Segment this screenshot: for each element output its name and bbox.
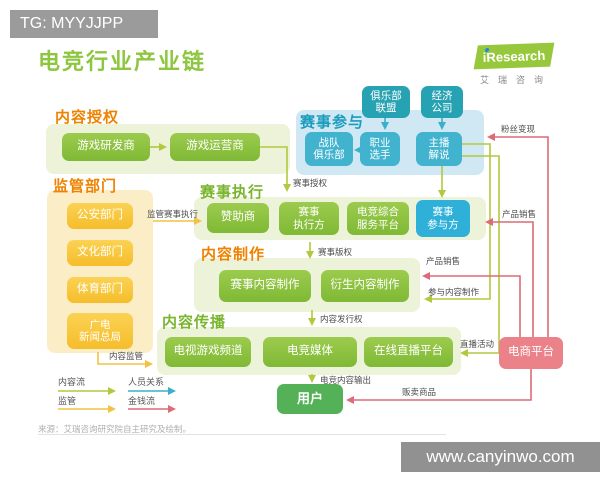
legend-people-relation-label: 人员关系 xyxy=(128,377,165,387)
iresearch-logo: iResearch 艾瑞咨询 xyxy=(473,42,556,86)
node-pro-player: 职业 选手 xyxy=(360,132,400,166)
flow-label-fan-monetization: 粉丝变现 xyxy=(501,124,536,134)
node-event-executor: 赛事 执行方 xyxy=(279,202,339,235)
source-divider xyxy=(38,434,446,435)
flow-label-event-copyright: 赛事版权 xyxy=(318,247,353,257)
node-club-union: 俱乐部 联盟 xyxy=(362,86,410,118)
flow-label-esports-content-output: 电竞内容输出 xyxy=(320,375,372,385)
node-event-content-production: 赛事内容制作 xyxy=(219,270,311,302)
tg-badge: TG: MYYJJPP xyxy=(10,10,158,38)
flow-label-sell-goods: 贩卖商品 xyxy=(402,387,437,397)
node-derivative-content-production: 衍生内容制作 xyxy=(321,270,409,302)
node-sponsor: 赞助商 xyxy=(207,203,269,233)
node-ecommerce-platform: 电商平台 xyxy=(499,337,563,369)
node-anchor-commentator: 主播 解说 xyxy=(416,132,462,166)
arrow-product-sales-upper xyxy=(485,218,534,337)
flow-label-product-sales-upper: 产品销售 xyxy=(502,209,537,219)
node-game-developer: 游戏研发商 xyxy=(62,133,150,161)
flow-label-live-activity: 直播活动 xyxy=(460,339,495,349)
node-agency: 经济 公司 xyxy=(421,86,463,118)
flow-label-supervise-event-execution: 监管赛事执行 xyxy=(147,209,199,219)
section-content-distribution: 内容传播 xyxy=(162,314,227,331)
logo-brand-text: iResearch xyxy=(482,47,546,65)
section-event-execution: 赛事执行 xyxy=(200,184,265,201)
legend-money-flow-label: 金钱流 xyxy=(128,396,156,406)
node-event-participant: 赛事 参与方 xyxy=(416,200,470,237)
arrow-fan-monetization xyxy=(487,133,549,337)
flow-label-content-supervision: 内容监管 xyxy=(109,351,144,361)
section-content-license: 内容授权 xyxy=(55,109,120,126)
logo-subtitle: 艾瑞咨询 xyxy=(480,75,553,85)
node-team-club: 战队 俱乐部 xyxy=(305,132,353,166)
node-online-streaming-platform: 在线直播平台 xyxy=(364,337,453,367)
source-note: 来源：艾瑞咨询研究院自主研究及绘制。 xyxy=(38,424,192,434)
section-regulators: 监管部门 xyxy=(53,178,118,195)
node-police-dept: 公安部门 xyxy=(67,203,133,229)
node-user: 用户 xyxy=(277,384,343,414)
node-esports-media: 电竞媒体 xyxy=(263,337,357,367)
section-event-participation: 赛事参与 xyxy=(300,114,365,131)
node-culture-dept: 文化部门 xyxy=(67,240,133,266)
node-service-platform: 电竞综合 服务平台 xyxy=(347,202,409,235)
page-title: 电竞行业产业链 xyxy=(38,49,207,74)
flow-label-content-publish-right: 内容发行权 xyxy=(320,314,363,324)
flow-label-event-license: 赛事授权 xyxy=(293,178,328,188)
flow-label-product-sales-lower: 产品销售 xyxy=(426,256,461,266)
flow-label-join-content-production: 参与内容制作 xyxy=(428,287,480,297)
logo-shape: iResearch xyxy=(473,42,555,70)
node-sports-dept: 体育部门 xyxy=(67,277,133,303)
arrow-live-activity xyxy=(460,155,500,357)
legend-supervision-label: 监管 xyxy=(58,396,77,406)
node-tv-game-channel: 电视游戏频道 xyxy=(165,337,251,367)
legend-content-flow-label: 内容流 xyxy=(58,377,86,387)
section-content-production: 内容制作 xyxy=(201,246,266,263)
node-game-operator: 游戏运营商 xyxy=(170,133,260,161)
node-sarft: 广电 新闻总局 xyxy=(67,313,133,349)
watermark: www.canyinwo.com xyxy=(401,442,600,472)
